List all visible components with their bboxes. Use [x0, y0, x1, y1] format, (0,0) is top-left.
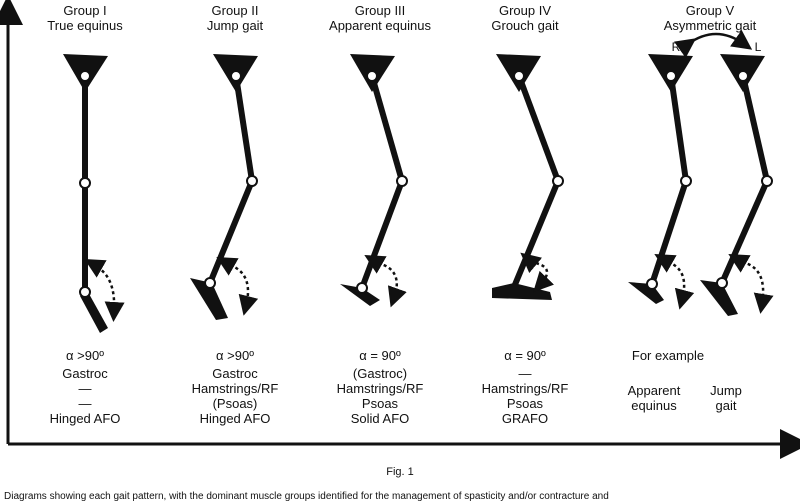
leg-group-2	[190, 54, 259, 320]
side-left-label: L	[754, 40, 762, 54]
group-4-details: α = 90º — Hamstrings/RF Psoas GRAFO	[481, 348, 569, 426]
group-3-details: α = 90º (Gastroc) Hamstrings/RF Psoas So…	[336, 348, 424, 426]
leg-group-5-left	[700, 54, 774, 316]
leg-group-3	[340, 54, 408, 308]
group-2-details: α >90º Gastroc Hamstrings/RF (Psoas) Hin…	[191, 348, 279, 426]
leg-group-4	[492, 54, 564, 300]
group-1-details: α >90º Gastroc — — Hinged AFO	[49, 348, 121, 426]
figure-caption: Diagrams showing each gait pattern, with…	[4, 491, 609, 502]
side-right-label: R	[671, 40, 681, 54]
group-5-example: For example	[631, 348, 705, 363]
side-switch-arrow	[674, 30, 753, 58]
leg-group-1	[63, 54, 125, 333]
figure-label: Fig. 1	[386, 466, 414, 478]
leg-group-5-right	[628, 54, 695, 310]
